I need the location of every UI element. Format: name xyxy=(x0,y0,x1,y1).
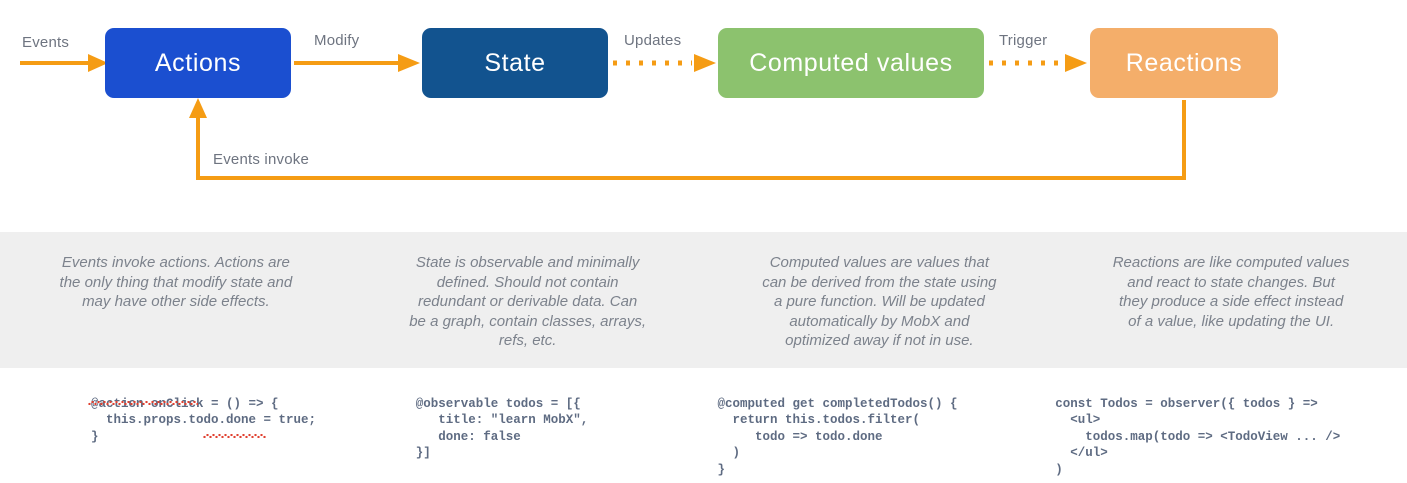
description-band: Events invoke actions. Actions are the o… xyxy=(0,232,1407,368)
code-cell-state: @observable todos = [{ title: "learn Mob… xyxy=(352,383,704,483)
node-actions[interactable]: Actions xyxy=(105,28,291,98)
flow-arrows xyxy=(20,54,1186,180)
node-actions-label: Actions xyxy=(154,48,242,77)
code-block-state: @observable todos = [{ title: "learn Mob… xyxy=(415,396,589,461)
description-text-reactions: Reactions are like computed values and r… xyxy=(1112,254,1350,330)
description-cell-state: State is observable and minimally define… xyxy=(352,232,704,368)
edge-label-events: Events xyxy=(22,34,70,51)
node-state[interactable]: State xyxy=(422,28,608,98)
arrow-events xyxy=(20,54,108,72)
arrow-modify xyxy=(294,54,420,72)
code-block-computed-values: @computed get completedTodos() { return … xyxy=(717,396,958,477)
description-text-state: State is observable and minimally define… xyxy=(409,254,647,349)
code-cell-actions: @action onClick = () => { this.props.tod… xyxy=(0,383,352,483)
code-cell-reactions: const Todos = observer({ todos } => <ul>… xyxy=(1055,383,1407,483)
spellcheck-squiggle-icon xyxy=(88,401,198,405)
flow-diagram: Actions State Computed values Reactions … xyxy=(0,0,1407,232)
description-cell-reactions: Reactions are like computed values and r… xyxy=(1055,232,1407,368)
edge-label-trigger: Trigger xyxy=(999,32,1048,49)
code-samples-row: @action onClick = () => { this.props.tod… xyxy=(0,383,1407,483)
node-computed-values-label: Computed values xyxy=(749,48,953,77)
description-cell-computed-values: Computed values are values that can be d… xyxy=(704,232,1056,368)
code-cell-computed-values: @computed get completedTodos() { return … xyxy=(704,383,1056,483)
code-block-reactions: const Todos = observer({ todos } => <ul>… xyxy=(1055,396,1341,477)
arrow-trigger xyxy=(989,54,1087,72)
description-text-computed-values: Computed values are values that can be d… xyxy=(762,254,997,349)
arrow-events-invoke xyxy=(189,98,1186,180)
node-reactions-label: Reactions xyxy=(1125,48,1243,77)
node-state-label: State xyxy=(484,48,546,77)
arrow-updates xyxy=(613,54,716,72)
edge-label-modify: Modify xyxy=(314,32,360,49)
description-text-actions: Events invoke actions. Actions are the o… xyxy=(59,254,293,310)
description-cell-actions: Events invoke actions. Actions are the o… xyxy=(0,232,352,368)
edge-label-updates: Updates xyxy=(624,32,682,49)
node-computed-values[interactable]: Computed values xyxy=(718,28,984,98)
spellcheck-squiggle-icon xyxy=(203,434,266,438)
node-reactions[interactable]: Reactions xyxy=(1090,28,1278,98)
edge-label-events-invoke: Events invoke xyxy=(213,151,309,168)
code-block-actions: @action onClick = () => { this.props.tod… xyxy=(91,396,317,444)
